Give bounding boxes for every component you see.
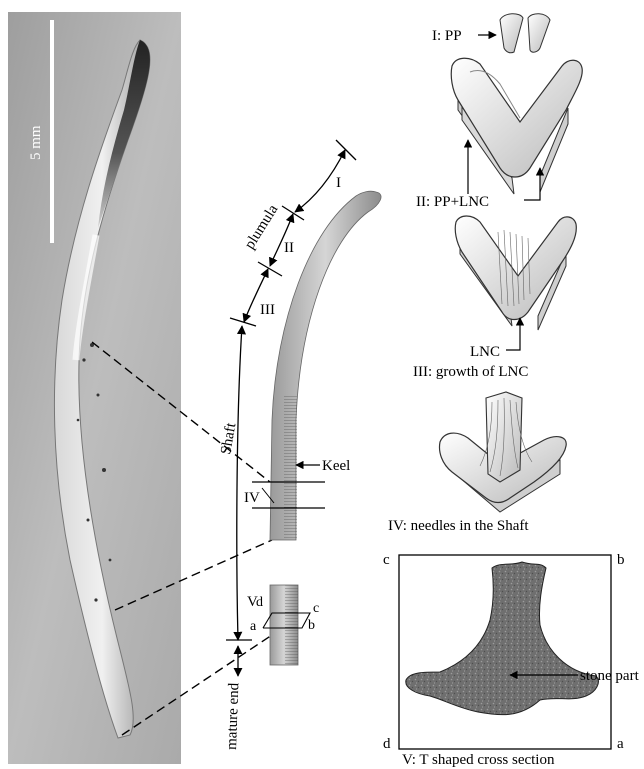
corner-b: b xyxy=(617,552,625,568)
corner-c: c xyxy=(383,552,390,568)
segment-label-ii: II xyxy=(284,240,294,256)
corner-letter-c: c xyxy=(313,601,319,616)
corner-d: d xyxy=(383,736,391,752)
corner-letter-a: a xyxy=(250,619,257,634)
cross-section-caption: V: T shaped cross section xyxy=(402,752,555,768)
mature-end-label: mature end xyxy=(224,682,242,750)
stage-ii-pp-lnc: II: PP+LNC xyxy=(416,58,582,210)
corner-letter-b: b xyxy=(308,618,315,633)
otolith-photo: 5 mm xyxy=(8,12,181,764)
cross-section-panel: c b d a stone part V: T shaped cross sec… xyxy=(383,552,640,768)
stage-iv-caption: IV: needles in the Shaft xyxy=(388,518,529,534)
stage-i-pp: I: PP xyxy=(432,14,550,53)
plumula-label: plumula xyxy=(242,202,282,252)
corner-letter-d: d xyxy=(256,595,263,610)
segment-label-iii: III xyxy=(260,302,275,318)
stage-ii-caption: II: PP+LNC xyxy=(416,194,489,210)
stage-i-caption: I: PP xyxy=(432,28,462,44)
segment-label-i: I xyxy=(336,175,341,191)
corner-a: a xyxy=(617,736,624,752)
shaft-label: Shaft xyxy=(218,421,239,456)
stone-part-label: stone part xyxy=(580,668,640,684)
stage-iii-lnc-label: LNC xyxy=(470,344,500,360)
keel-label: Keel xyxy=(322,458,350,474)
scale-bar-label: 5 mm xyxy=(28,125,44,160)
stage-iii-growth-of-lnc: LNC III: growth of LNC xyxy=(413,216,576,380)
section-iv-label: IV xyxy=(244,490,260,506)
stage-iii-caption: III: growth of LNC xyxy=(413,364,528,380)
keel-hatching xyxy=(284,395,297,540)
stage-iv-needles-in-shaft: IV: needles in the Shaft xyxy=(388,392,566,534)
